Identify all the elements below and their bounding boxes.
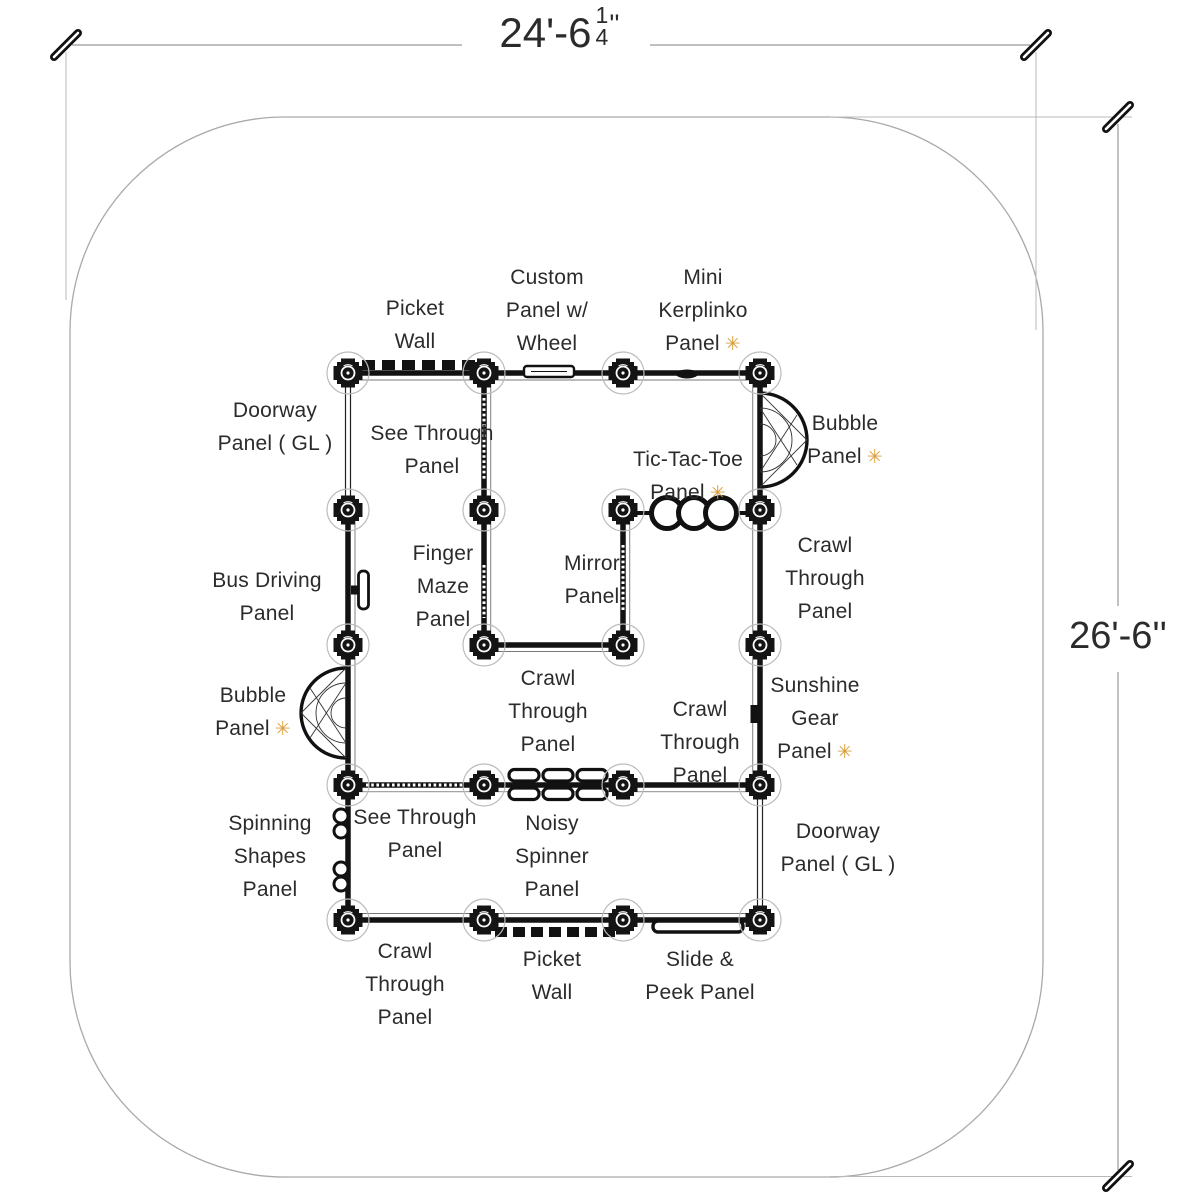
- label-finger-maze: Finger Maze Panel: [412, 542, 474, 631]
- sunshine-gear-element: [750, 705, 758, 723]
- play-area-boundary: [69, 116, 1044, 1178]
- dimension-width-fraction: 1 4: [595, 2, 609, 50]
- picket-wall-bottom-notches: [495, 927, 615, 937]
- label-crawl-right-upper: Crawl Through Panel: [785, 534, 865, 623]
- doorway-panel-right-lines: [756, 796, 764, 909]
- label-bus-driving: Bus Driving Panel: [212, 569, 322, 625]
- label-picket-wall-bottom: Picket Wall: [522, 948, 582, 1004]
- label-mirror: Mirror Panel: [563, 552, 621, 608]
- dimension-width-label: 24'-6 1 4 '': [452, 4, 667, 56]
- doorway-panel-left-lines: [344, 384, 352, 499]
- label-doorway-right: Doorway Panel ( GL ): [780, 820, 896, 876]
- label-picket-wall-top: Picket Wall: [385, 297, 445, 353]
- kerplinko-panel-element: [676, 369, 698, 379]
- label-see-through-top: See Through Panel: [370, 422, 494, 478]
- noisy-spinner-elements: [507, 767, 609, 802]
- label-custom-panel-wheel: Custom Panel w/ Wheel: [505, 266, 589, 355]
- spinning-shapes-elements: [332, 807, 350, 893]
- label-sunshine-gear: Sunshine Gear Panel✳: [770, 674, 860, 763]
- star-icon: ✳: [724, 333, 741, 355]
- star-icon: ✳: [836, 741, 853, 763]
- label-mini-kerplinko: Mini Kerplinko Panel✳: [658, 266, 748, 355]
- label-tic-tac-toe: Tic-Tac-Toe Panel✳: [633, 448, 743, 504]
- bus-driving-wheel-element: [351, 569, 370, 611]
- star-icon: ✳: [709, 482, 726, 504]
- bubble-panel-right-dome: [759, 391, 809, 489]
- dimension-width-inches-mark: '': [609, 9, 620, 39]
- slide-peek-element: [651, 919, 745, 934]
- see-through-hatches: [366, 398, 625, 787]
- tic-tac-toe-rollers: [649, 495, 739, 531]
- label-crawl-right-lower: Crawl Through Panel: [660, 698, 740, 787]
- custom-panel-wheel-element: [522, 364, 576, 379]
- label-bubble-left: Bubble Panel✳: [215, 684, 291, 740]
- label-noisy-spinner: Noisy Spinner Panel: [515, 812, 589, 901]
- label-spinning-shapes: Spinning Shapes Panel: [228, 812, 312, 901]
- label-crawl-bottom: Crawl Through Panel: [365, 940, 445, 1029]
- bubble-panel-left-dome: [299, 666, 347, 760]
- label-crawl-middle: Crawl Through Panel: [508, 667, 588, 756]
- picket-wall-top-notches: [362, 360, 475, 370]
- star-icon: ✳: [274, 718, 291, 740]
- dimension-tick-marks: [50, 29, 1134, 1192]
- label-bubble-right: Bubble Panel✳: [807, 412, 883, 468]
- label-see-through-bottom: See Through Panel: [353, 806, 477, 862]
- dimension-width-main: 24'-6: [499, 9, 592, 56]
- dimension-right: [830, 116, 1132, 1177]
- dimension-height-label: 26'-6'': [1069, 615, 1167, 657]
- label-doorway-left: Doorway Panel ( GL ): [217, 399, 333, 455]
- dimension-top: [65, 44, 1037, 330]
- star-icon: ✳: [866, 446, 883, 468]
- label-slide-peek: Slide & Peek Panel: [645, 948, 755, 1004]
